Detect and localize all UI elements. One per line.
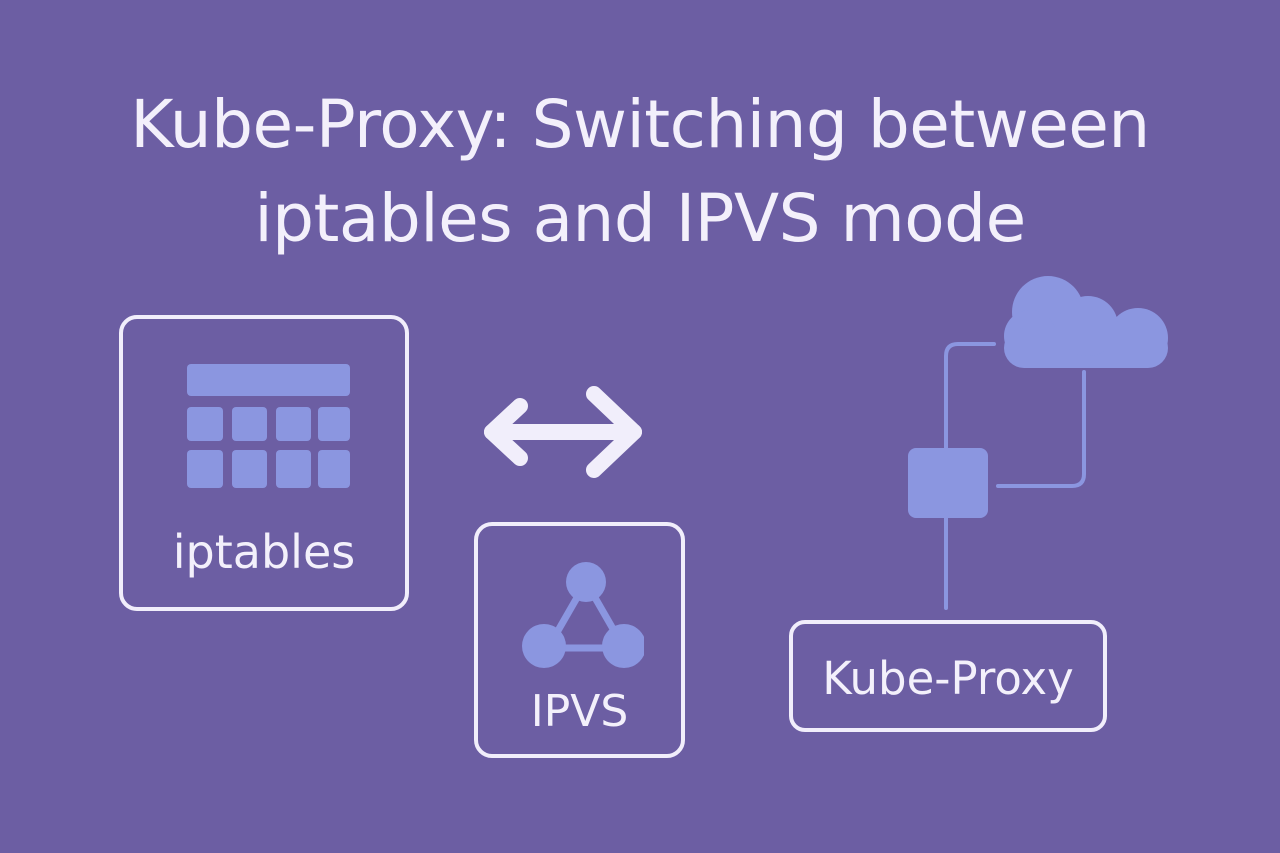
connector-line-right: [996, 370, 1086, 488]
connector-line-left: [944, 342, 996, 610]
ipvs-box: IPVS: [474, 522, 685, 758]
title-line-2: iptables and IPVS mode: [254, 180, 1026, 257]
kube-proxy-box: Kube-Proxy: [789, 620, 1107, 732]
ipvs-label: IPVS: [530, 686, 629, 737]
page-title: Kube-Proxy: Switching between iptables a…: [0, 78, 1280, 266]
kube-proxy-network-diagram: [908, 276, 1168, 610]
title-line-1: Kube-Proxy: Switching between: [130, 86, 1150, 163]
kube-proxy-label: Kube-Proxy: [822, 652, 1074, 705]
node-icon: [908, 448, 988, 518]
iptables-label: iptables: [172, 525, 356, 579]
network-nodes-icon: [522, 562, 644, 668]
cloud-icon: [1004, 276, 1168, 368]
table-icon: [187, 364, 350, 488]
bidirectional-arrow-icon: [484, 386, 642, 478]
iptables-box: iptables: [119, 315, 409, 611]
